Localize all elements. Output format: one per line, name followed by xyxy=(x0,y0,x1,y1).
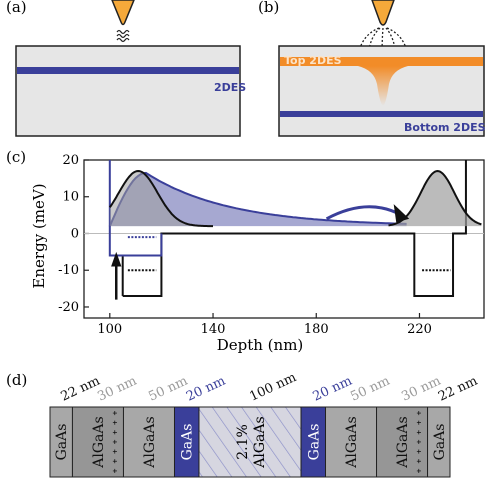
layer-label: AlGaAs xyxy=(395,416,411,468)
y-axis-label: Energy (meV) xyxy=(30,183,48,288)
y-tick-label: -10 xyxy=(58,263,79,278)
layer-label: AlGaAs xyxy=(344,416,360,468)
2des-label-a: 2DES xyxy=(214,81,246,94)
layer-label-line2: AlGaAs xyxy=(252,416,268,468)
band-edge-right xyxy=(160,160,467,297)
y-tick-label: 20 xyxy=(62,153,79,168)
bottom-2des-label: Bottom 2DES xyxy=(404,121,485,134)
layer-label: GaAs xyxy=(180,424,196,461)
top-2des-layer xyxy=(280,57,483,66)
layer-5 xyxy=(198,406,302,478)
thickness-label: 100 nm xyxy=(247,370,298,405)
thickness-label: 50 nm xyxy=(348,374,392,405)
thickness-label: 30 nm xyxy=(399,374,443,405)
plot-area xyxy=(84,160,484,300)
wavefunction-right-fill xyxy=(388,171,482,227)
layer-label: AlGaAs xyxy=(142,416,158,468)
x-tick-label: 100 xyxy=(97,322,122,337)
thickness-label: 30 nm xyxy=(95,374,139,405)
2des-layer-a xyxy=(17,67,239,74)
sample-box-a xyxy=(15,45,241,137)
thickness-label: 20 nm xyxy=(311,374,355,405)
transfer-arrow xyxy=(325,205,403,221)
x-tick-label: 220 xyxy=(407,322,432,337)
wavefunction-blue-fill xyxy=(109,172,407,227)
transfer-arrow-head-icon xyxy=(393,204,410,223)
tunneling-wiggle-icon xyxy=(116,29,130,43)
wavefunction-left-fill xyxy=(109,171,214,227)
thickness-label: 20 nm xyxy=(184,374,228,405)
panel-c-label: (c) xyxy=(6,148,26,166)
dopant-marks: + + + + + + + xyxy=(415,411,424,474)
panel-b: (b) Top 2DES Bottom 2DES xyxy=(258,0,485,137)
wavefunction-left xyxy=(108,169,213,228)
panel-d-label: (d) xyxy=(6,371,27,389)
wavefunction-blue xyxy=(108,171,407,227)
layer-9 xyxy=(427,406,451,478)
layer-3 xyxy=(122,406,175,478)
y-tick-label: 10 xyxy=(62,190,79,205)
layer-4 xyxy=(173,406,200,478)
band-edge-left xyxy=(122,255,163,297)
layer-label: GaAs xyxy=(54,424,70,461)
layer-label: GaAs xyxy=(432,424,448,461)
layer-6 xyxy=(300,406,327,478)
thickness-label: 50 nm xyxy=(146,374,190,405)
depletion-drop xyxy=(358,66,408,106)
thickness-label: 22 nm xyxy=(436,374,480,405)
layer-7 xyxy=(325,406,378,478)
y-tick-label: -20 xyxy=(58,300,79,315)
bottom-2des-layer xyxy=(280,111,483,117)
probe-tip-icon-b xyxy=(371,0,395,26)
plot-frame xyxy=(83,159,485,319)
x-tick-label: 140 xyxy=(201,322,226,337)
layer-label: AlGaAs xyxy=(91,416,107,468)
layer-2 xyxy=(71,406,124,478)
top-2des-label: Top 2DES xyxy=(284,54,342,67)
thickness-label: 22 nm xyxy=(59,374,103,405)
panel-b-label: (b) xyxy=(258,0,279,16)
layer-8 xyxy=(376,406,429,478)
panel-a-label: (a) xyxy=(6,0,27,16)
layer-label: GaAs xyxy=(306,424,322,461)
dopant-marks: + + + + + + + xyxy=(110,411,119,474)
x-tick-label: 180 xyxy=(304,322,329,337)
layer-label-line1: 2.1% xyxy=(235,424,251,460)
x-axis-label: Depth (nm) xyxy=(217,336,304,354)
probe-tip-icon xyxy=(111,0,135,26)
panel-a: (a) 2DES xyxy=(6,0,246,137)
arrow-head-icon xyxy=(111,251,122,267)
y-tick-label: 0 xyxy=(71,226,79,241)
